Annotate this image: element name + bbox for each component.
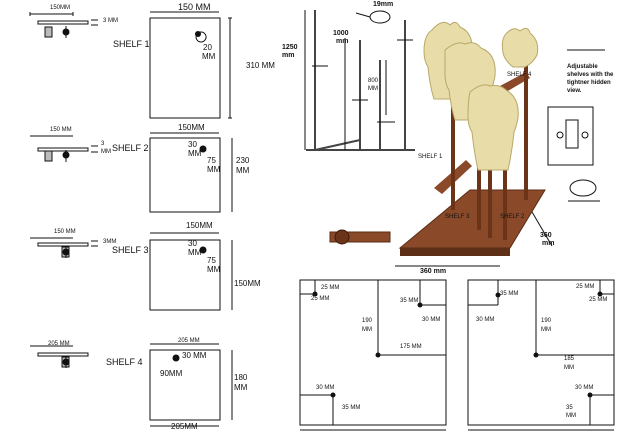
shelf2-side-width: 150 MM bbox=[50, 127, 72, 133]
shelf1-hole-offset-unit: MM bbox=[202, 52, 216, 61]
note-line-2: shelves with the bbox=[567, 72, 614, 78]
shelf2-depth: 230 bbox=[236, 156, 250, 165]
shelf4-hole-x: 30 MM bbox=[182, 351, 207, 360]
shelf1-name: SHELF 1 bbox=[113, 39, 150, 49]
note-line-1: Adjustable bbox=[567, 64, 598, 70]
shelf2-thickness-unit: MM bbox=[101, 149, 111, 155]
note-line-3: tightner hidden bbox=[567, 80, 611, 86]
plan1-depth-190-unit: MM bbox=[362, 327, 372, 333]
stand-shelf4-label: SHELF 4 bbox=[507, 72, 532, 78]
shelf2-thickness: 3 bbox=[101, 141, 105, 147]
plan2-bottom-30: 30 MM bbox=[575, 385, 594, 391]
total-height: 1250 bbox=[282, 44, 298, 51]
plan1-bottom-35: 35 MM bbox=[342, 405, 361, 411]
shelf3-name: SHELF 3 bbox=[112, 245, 149, 255]
shelf2-depth-unit: MM bbox=[236, 166, 250, 175]
shelf3-hole-y-unit: MM bbox=[207, 265, 221, 274]
shelf3-thickness: 3MM bbox=[103, 239, 117, 245]
shelf4-hole-y: 90MM bbox=[160, 369, 183, 378]
base-depth-unit: mm bbox=[542, 240, 555, 247]
stand-shelf2-label: SHELF 2 bbox=[500, 214, 525, 220]
plan2-bottom-35-unit: MM bbox=[566, 413, 576, 419]
plan2-left-30: 30 MM bbox=[476, 317, 495, 323]
base-depth: 360 bbox=[540, 232, 552, 239]
shelf2-hole-y-unit: MM bbox=[207, 165, 221, 174]
upper-height: 1000 bbox=[333, 30, 349, 37]
shelf4-side-width: 205 MM bbox=[48, 341, 70, 347]
shelf1-width: 150 MM bbox=[178, 2, 211, 12]
plan1-offset-35: 35 MM bbox=[400, 298, 419, 304]
shelf4-top-width: 205 MM bbox=[178, 338, 200, 344]
shelf4-depth: 180 bbox=[234, 373, 248, 382]
shelf4-bottom-width: 205MM bbox=[171, 422, 198, 431]
shelf1-side-width: 150MM bbox=[50, 5, 71, 11]
shelf2-hole-y: 75 bbox=[207, 156, 216, 165]
shelf4-name: SHELF 4 bbox=[106, 357, 143, 367]
plan2-corner-b: 25 MM bbox=[589, 297, 608, 303]
shelf1-thickness: 3 MM bbox=[103, 18, 118, 24]
plan1-corner-b: 25 MM bbox=[311, 296, 330, 302]
shelf3-depth: 150MM bbox=[234, 279, 261, 288]
plan2-top-35: 35 MM bbox=[500, 291, 519, 297]
plan2-depth-190-unit: MM bbox=[541, 327, 551, 333]
shelf3-side-width: 150 MM bbox=[54, 229, 76, 235]
plan2-depth-185: 185 bbox=[564, 356, 575, 362]
shelf1-hole-offset: 20 bbox=[203, 43, 212, 52]
shelf4-depth-unit: MM bbox=[234, 383, 248, 392]
plan1-bottom-30: 30 MM bbox=[316, 385, 335, 391]
plan2-bottom-35: 35 bbox=[566, 405, 573, 411]
plan1-width-175: 175 MM bbox=[400, 344, 422, 350]
stand-shelf3-label: SHELF 3 bbox=[445, 214, 470, 220]
shelf1-depth: 310 MM bbox=[246, 61, 275, 70]
total-height-unit: mm bbox=[282, 52, 295, 59]
plan2-depth-190: 190 bbox=[541, 318, 552, 324]
plan1-corner-a: 25 MM bbox=[321, 285, 340, 291]
mid-height-unit: MM bbox=[368, 86, 378, 92]
shelf3-width: 150MM bbox=[186, 221, 213, 230]
shelf3-hole-y: 75 bbox=[207, 256, 216, 265]
shelf3-hole-x: 30 bbox=[188, 239, 197, 248]
shelf2-name: SHELF 2 bbox=[112, 143, 149, 153]
plan1-offset-30: 30 MM bbox=[422, 317, 441, 323]
plan2-depth-185-unit: MM bbox=[564, 365, 574, 371]
upper-height-unit: mm bbox=[336, 38, 349, 45]
mid-height: 800 bbox=[368, 78, 379, 84]
plan2-corner-a: 25 MM bbox=[576, 284, 595, 290]
shelf3-hole-x-unit: MM bbox=[188, 248, 202, 257]
base-width: 360 mm bbox=[420, 268, 447, 275]
plan1-depth-190: 190 bbox=[362, 318, 373, 324]
note-line-4: view. bbox=[567, 88, 582, 94]
rod-diameter: 19mm bbox=[373, 1, 394, 8]
stand-shelf1-label: SHELF 1 bbox=[418, 154, 443, 160]
shelf2-hole-x: 30 bbox=[188, 140, 197, 149]
shelf2-hole-x-unit: MM bbox=[188, 149, 202, 158]
shelf2-width: 150MM bbox=[178, 123, 205, 132]
